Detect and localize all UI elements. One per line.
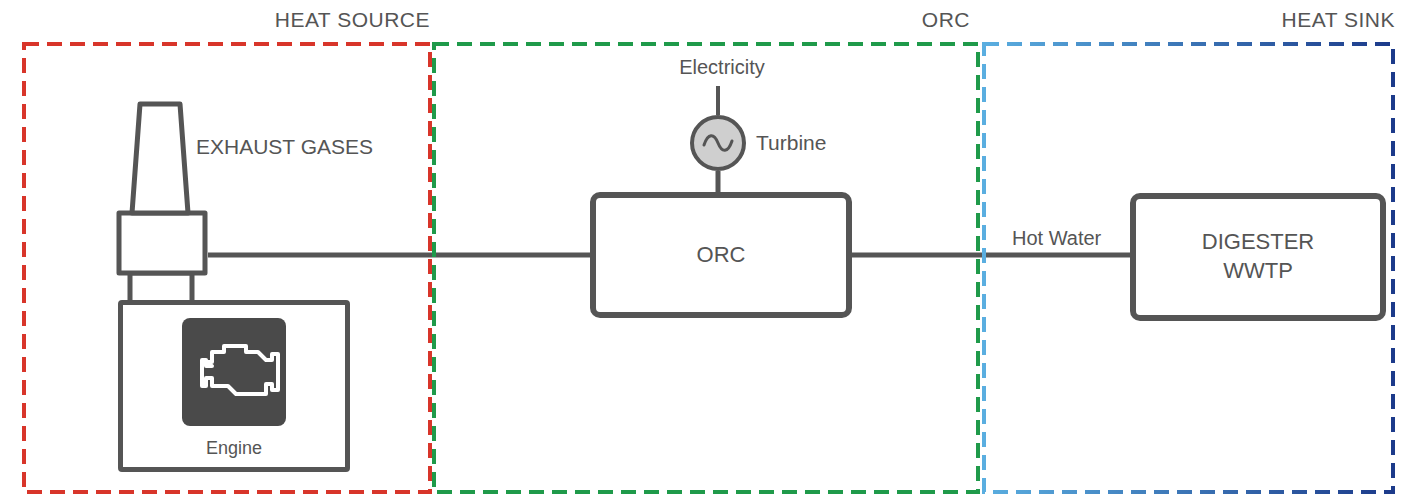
region-orc: ORCTurbineORC [432,42,980,494]
digester-box: DIGESTER WWTP [1130,193,1386,321]
region-heading: HEAT SOURCE [275,8,430,32]
connector-line [208,253,590,258]
region-heat-source: HEAT SOURCEEXHAUST GASESEngine [22,42,432,494]
box-label: ORC [697,241,746,270]
exhaust-stack: EXHAUST GASES [116,101,208,302]
turbine-symbol: Turbine [690,115,746,171]
stack-label: EXHAUST GASES [196,135,373,159]
region-heading: HEAT SINK [1282,8,1395,32]
region-heading: ORC [922,8,970,32]
connector-line [716,171,721,192]
engine-icon [182,318,286,426]
generator-circle [690,115,746,171]
engine-box: Engine [118,300,350,472]
output-label: Electricity [622,56,822,79]
turbine-label: Turbine [756,131,826,155]
engine-label: Engine [123,438,345,459]
electricity-line [716,86,720,115]
edge-label: Hot Water [1010,227,1103,250]
connector-line [852,253,1130,258]
stack-drawing [116,101,208,302]
orc-box: ORC [590,192,852,318]
region-heat-sink: HEAT SINKDIGESTER WWTP [982,42,1395,494]
box-label: DIGESTER WWTP [1183,228,1333,285]
